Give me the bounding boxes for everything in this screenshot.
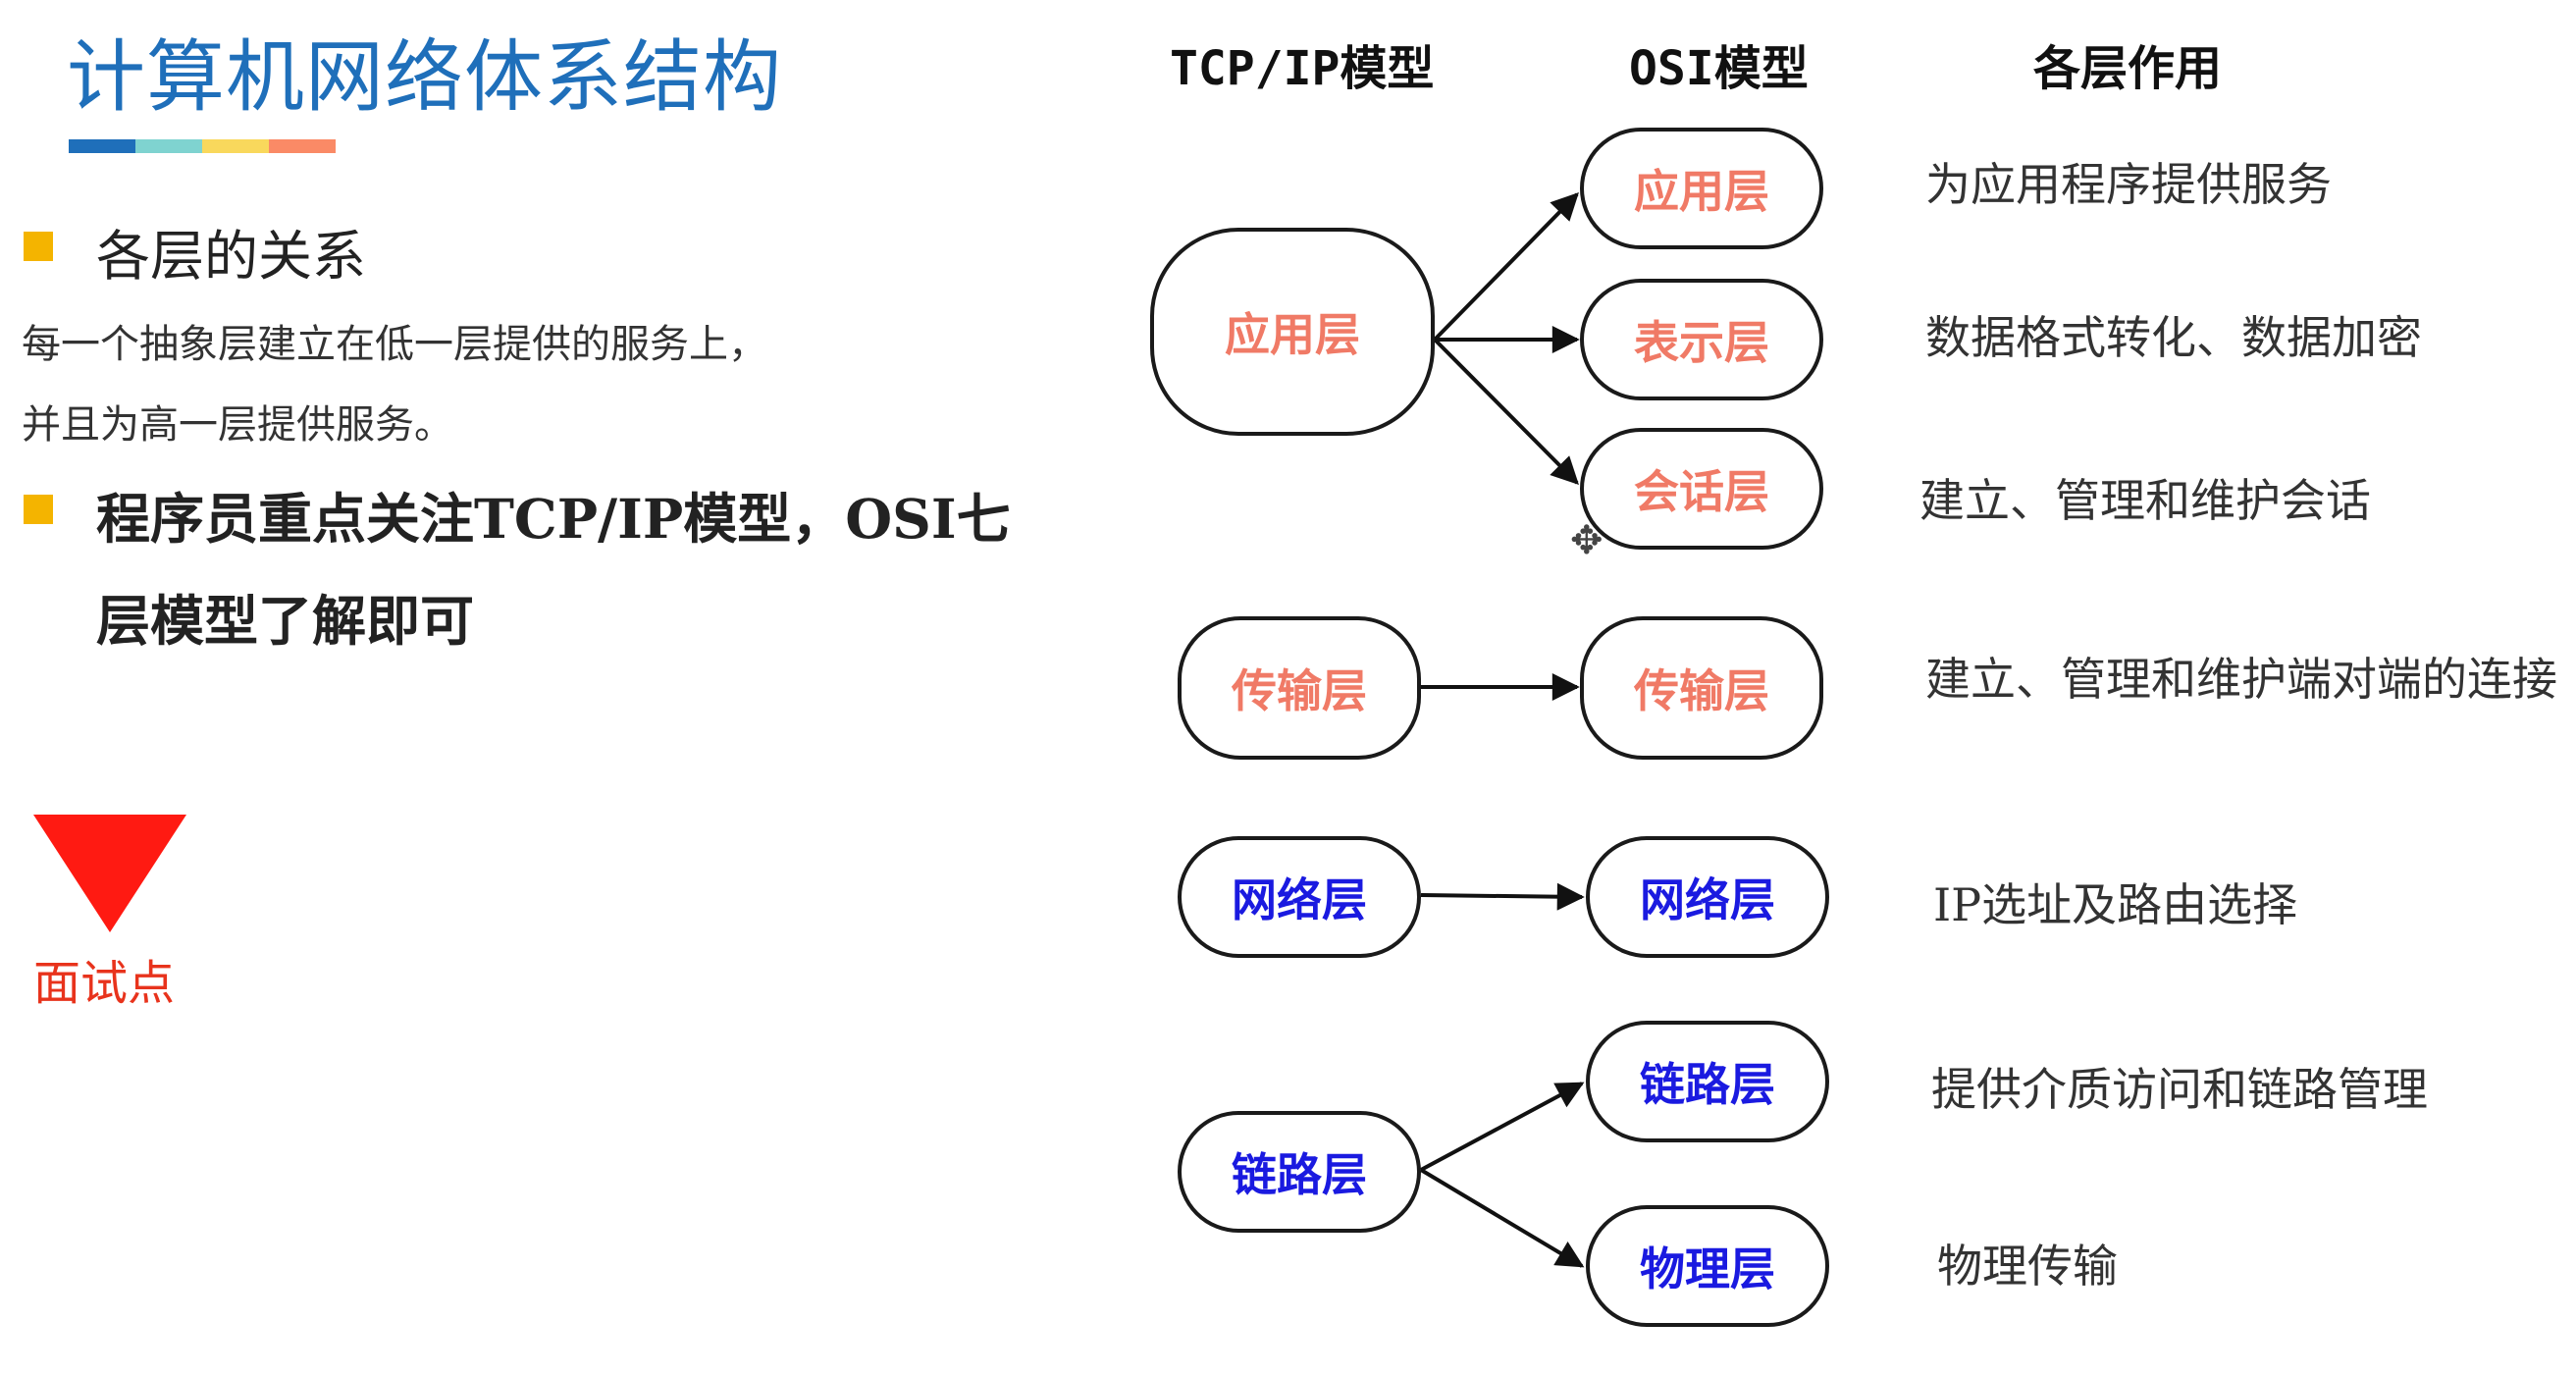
role-desc-network: IP选址及路由选择: [1933, 878, 2298, 931]
arrow-link-to-datalink: [1420, 1082, 1585, 1172]
bullet-focus-line-2: 层模型了解即可: [96, 589, 475, 653]
role-desc-presentation: 数据格式转化、数据加密: [1925, 311, 2422, 364]
role-desc-physical: 物理传输: [1937, 1240, 2118, 1293]
header-layer-role: 各层作用: [2033, 41, 2223, 96]
osi-node-transport: 传输层: [1580, 616, 1823, 760]
body-text-line-1: 每一个抽象层建立在低一层提供的服务上，: [22, 322, 767, 367]
body-text-line-2: 并且为高一层提供服务。: [22, 402, 453, 448]
move-cursor-icon: ✥: [1570, 518, 1603, 563]
tcpip-node-application: 应用层: [1150, 228, 1435, 436]
header-osi-model: OSI模型: [1629, 41, 1809, 96]
arrow-app-to-session: [1433, 338, 1579, 485]
tcpip-node-network: 网络层: [1178, 836, 1421, 958]
bullet-marker: [24, 495, 53, 524]
osi-node-presentation: 表示层: [1580, 279, 1823, 400]
bullet-heading-relations: 各层的关系: [96, 225, 367, 288]
interview-point-label: 面试点: [33, 956, 176, 1011]
red-triangle-marker: [33, 815, 186, 932]
underline-segment-4: [269, 139, 336, 153]
title-underline: [69, 139, 336, 153]
arrow-link-to-physical: [1419, 1168, 1585, 1268]
role-desc-datalink: 提供介质访问和链路管理: [1931, 1063, 2428, 1116]
underline-segment-1: [69, 139, 135, 153]
tcpip-node-link: 链路层: [1178, 1111, 1421, 1233]
underline-segment-3: [202, 139, 269, 153]
bullet-marker: [24, 232, 53, 261]
arrow-network-to-network: [1420, 882, 1585, 911]
page-title: 计算机网络体系结构: [67, 31, 782, 123]
bullet-focus-line-1: 程序员重点关注TCP/IP模型，OSI七: [96, 487, 1011, 551]
osi-node-session: 会话层: [1580, 428, 1823, 550]
arrow-app-to-application: [1433, 191, 1579, 342]
osi-node-application: 应用层: [1580, 128, 1823, 249]
role-desc-transport: 建立、管理和维护端对端的连接: [1925, 653, 2557, 706]
role-desc-application: 为应用程序提供服务: [1925, 158, 2332, 211]
header-tcpip-model: TCP/IP模型: [1170, 41, 1435, 96]
osi-node-physical: 物理层: [1586, 1205, 1829, 1327]
tcpip-node-transport: 传输层: [1178, 616, 1421, 760]
osi-node-datalink: 链路层: [1586, 1021, 1829, 1142]
osi-node-network: 网络层: [1586, 836, 1829, 958]
underline-segment-2: [135, 139, 202, 153]
role-desc-session: 建立、管理和维护会话: [1919, 474, 2371, 527]
